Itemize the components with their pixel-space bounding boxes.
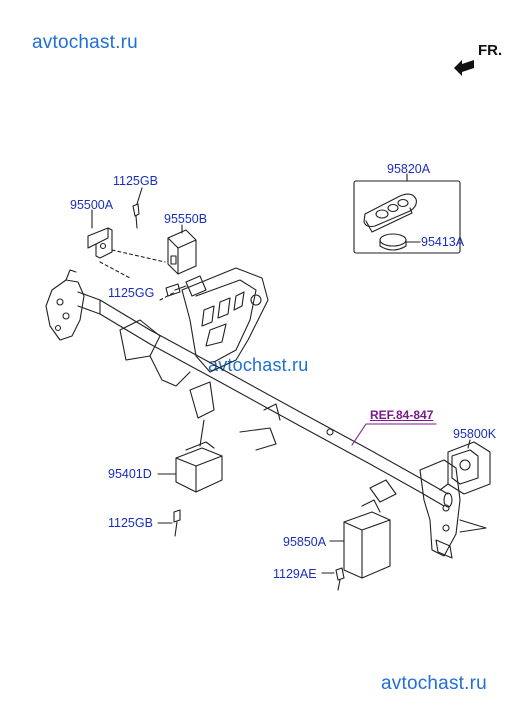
- watermark-bottom: avtochast.ru: [381, 673, 487, 694]
- screw-1125gg-drawing: [165, 283, 187, 297]
- key-fob-drawing: [363, 193, 417, 233]
- battery-drawing: [379, 233, 407, 251]
- part-label-95500a[interactable]: 95500A: [70, 198, 114, 212]
- part-label-95820a[interactable]: 95820A: [387, 162, 431, 176]
- screw-1125gb-bottom-drawing: [173, 509, 181, 537]
- part-label-1125gb-top[interactable]: 1125GB: [113, 174, 158, 188]
- part-label-1125gb-bottom[interactable]: 1125GB: [108, 516, 153, 530]
- arrow-left-icon: [454, 60, 474, 76]
- screw-1125gb-top-drawing: [132, 203, 140, 229]
- lower-braces: [119, 319, 334, 451]
- part-label-1129ae[interactable]: 1129AE: [273, 567, 317, 581]
- bracket-95500a-drawing: [87, 227, 113, 259]
- module-95401d-drawing: [175, 441, 223, 493]
- part-label-95401d[interactable]: 95401D: [108, 467, 152, 481]
- left-mount-bracket: [45, 269, 85, 341]
- watermark-top: avtochast.ru: [32, 32, 138, 53]
- watermark-middle: avtochast.ru: [208, 355, 309, 375]
- crossmember-tube: [77, 291, 453, 508]
- part-label-95800k[interactable]: 95800K: [453, 427, 497, 441]
- part-label-95550b[interactable]: 95550B: [164, 212, 208, 226]
- part-label-95850a[interactable]: 95850A: [283, 535, 327, 549]
- front-direction-label: FR.: [478, 42, 503, 59]
- part-label-95413a[interactable]: 95413A: [421, 235, 465, 249]
- steering-support-bracket: [181, 267, 269, 373]
- reference-link-84-847[interactable]: REF.84-847: [370, 408, 434, 422]
- module-95550b-drawing: [167, 229, 197, 275]
- screw-1129ae-drawing: [335, 567, 345, 591]
- front-direction-indicator: FR.: [452, 40, 522, 76]
- right-mount-bracket: [419, 459, 487, 559]
- unit-95800k-drawing: [439, 441, 491, 495]
- module-95850a-drawing: [343, 479, 397, 579]
- part-label-1125gg[interactable]: 1125GG: [108, 286, 155, 300]
